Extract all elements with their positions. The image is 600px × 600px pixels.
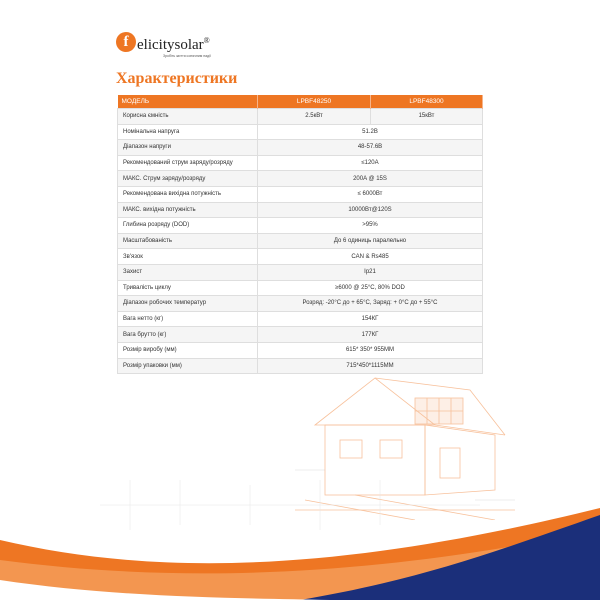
spec-value: 15кВт <box>370 108 483 125</box>
house-illustration <box>295 377 515 520</box>
spec-label: Корисна ємність <box>117 108 258 125</box>
spec-value: 154КГ <box>257 310 483 328</box>
spec-value: ≥6000 @ 25°C, 80% DOD <box>257 279 483 297</box>
spec-label: Рекомендована вихідна потужність <box>117 185 258 203</box>
spec-value: 715*450*1115MM <box>257 357 483 375</box>
spec-label: Діапазон робочих температур <box>117 295 258 312</box>
spec-label: Захист <box>117 263 258 281</box>
blue-wave <box>300 515 600 600</box>
spec-value: Розряд: -20°C до + 65°C, Заряд: + 0°C до… <box>257 295 483 312</box>
spec-label: Вага нетто (кг) <box>117 310 258 328</box>
header-cell-lpbf48250: LPBF48250 <box>257 95 371 109</box>
logo-tagline: Зробіть життя сонячним надії <box>163 54 211 58</box>
spec-label: Рекомендований струм заряду/розряду <box>117 154 258 172</box>
spec-label: МАКС. Струм заряду/розряду <box>117 170 258 187</box>
spec-value: 615* 350* 955MM <box>257 341 483 359</box>
table-row: Вага нетто (кг)154КГ <box>117 310 483 328</box>
spec-value: 177КГ <box>257 326 483 343</box>
spec-value: ≤ 6000Вт <box>257 185 483 203</box>
spec-label: Глибина розряду (DOD) <box>117 217 258 234</box>
spec-value: 200A @ 15S <box>257 170 483 187</box>
spec-value: 51.2B <box>257 123 483 141</box>
spec-value: 10000Вт@120S <box>257 201 483 219</box>
page-title: Характеристики <box>116 70 238 87</box>
spec-label: Номінальна напруга <box>117 123 258 141</box>
spec-value: Ip21 <box>257 263 483 281</box>
table-row: Вага брутто (кг)177КГ <box>117 326 483 343</box>
decorative-wave <box>0 480 600 600</box>
spec-value: 48-57.6B <box>257 139 483 156</box>
header-cell-lpbf48300: LPBF48300 <box>370 95 483 109</box>
spec-label: Масштабованість <box>117 232 258 250</box>
table-row: Рекомендована вихідна потужність≤ 6000Вт <box>117 185 483 203</box>
spec-label: Вага брутто (кг) <box>117 326 258 343</box>
spec-label: Розмір упаковки (мм) <box>117 357 258 375</box>
spec-value: 2.5кВт <box>257 108 371 125</box>
white-wave <box>0 580 330 600</box>
spec-label: Розмір виробу (мм) <box>117 341 258 359</box>
logo-wordmark: elicitysolar® <box>137 32 211 54</box>
spec-label: Тривалість циклу <box>117 279 258 297</box>
table-row: Рекомендований струм заряду/розряду≤120A <box>117 154 483 172</box>
table-row: Розмір виробу (мм)615* 350* 955MM <box>117 341 483 359</box>
table-row: Розмір упаковки (мм)715*450*1115MM <box>117 357 483 375</box>
table-row: Глибина розряду (DOD)>95% <box>117 217 483 234</box>
logo-mark: f <box>116 32 136 52</box>
brand-logo: f elicitysolar® Зробіть життя сонячним н… <box>116 32 211 58</box>
table-row: Тривалість циклу≥6000 @ 25°C, 80% DOD <box>117 279 483 297</box>
logo-name: elicitysolar <box>137 37 204 53</box>
spec-value: >95% <box>257 217 483 234</box>
spec-value: ≤120A <box>257 154 483 172</box>
spec-label: Діапазон напруги <box>117 139 258 156</box>
spec-value: До 6 одиниць паралельно <box>257 232 483 250</box>
header-cell-model: МОДЕЛЬ <box>117 95 258 109</box>
spec-value: CAN & Rs485 <box>257 248 483 265</box>
spec-table: МОДЕЛЬ LPBF48250 LPBF48300 Корисна ємніс… <box>117 95 483 375</box>
spec-label: Зв'язок <box>117 248 258 265</box>
spec-label: МАКС. вихідна потужність <box>117 201 258 219</box>
table-header-row: МОДЕЛЬ LPBF48250 LPBF48300 <box>117 95 483 109</box>
logo-registered-mark: ® <box>203 36 210 45</box>
